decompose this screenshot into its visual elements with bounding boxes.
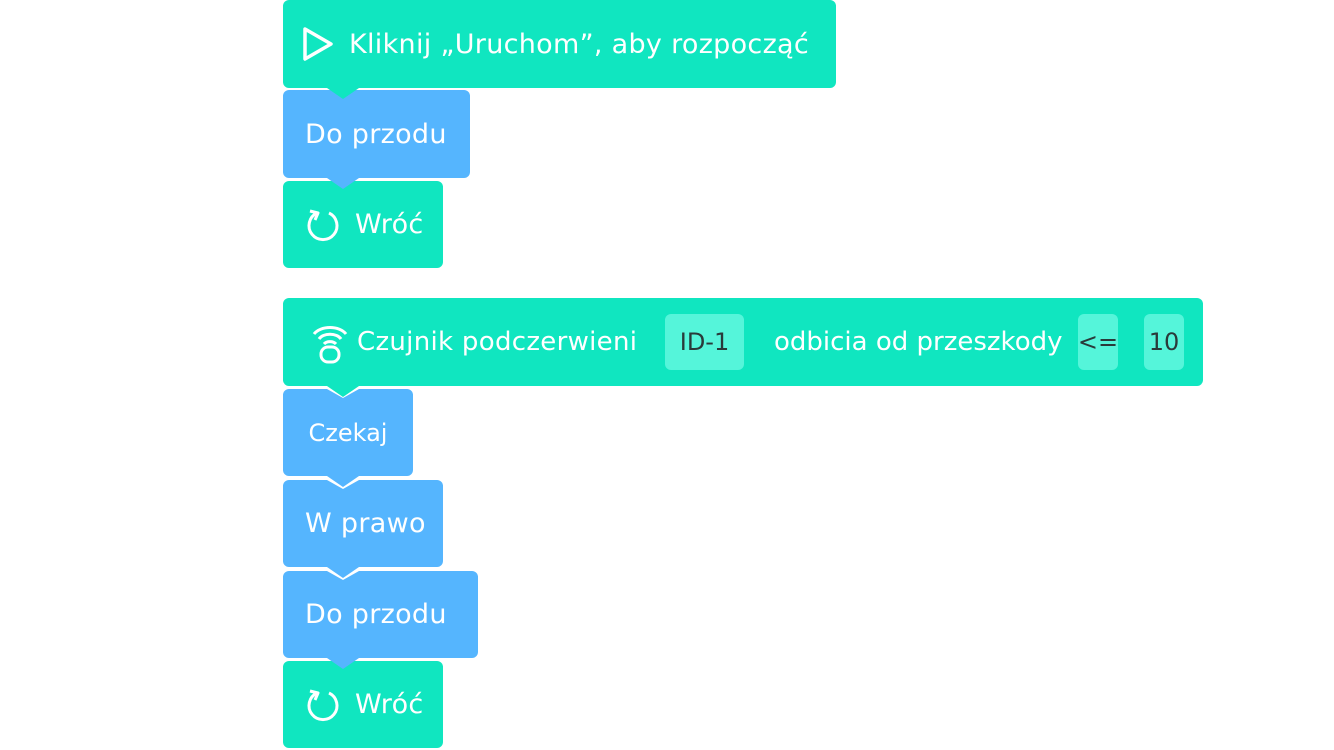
turn-right-block[interactable]: W prawo (283, 480, 443, 578)
sensor-trigger-label: Czujnik podczerwieni (357, 327, 638, 357)
forward-block-2-label: Do przodu (305, 599, 447, 630)
infrared-sensor-icon (310, 320, 350, 364)
wait-block-label: Czekaj (308, 418, 388, 447)
sensor-id-dropdown[interactable]: ID-1 (665, 314, 744, 370)
sensor-id-value: ID-1 (679, 328, 730, 356)
forward-block-2[interactable]: Do przodu (283, 571, 478, 669)
return-block[interactable]: Wróć (283, 181, 443, 268)
condition-label: odbicia od przeszkody (774, 327, 1063, 357)
loop-arrow-icon (305, 687, 341, 723)
sensor-trigger-block[interactable]: Czujnik podczerwieni ID-1 odbicia od prz… (283, 298, 1203, 397)
forward-block-label: Do przodu (305, 118, 447, 150)
wait-block[interactable]: Czekaj (283, 389, 413, 487)
play-triangle-icon (301, 26, 335, 62)
start-trigger-label: Kliknij „Uruchom”, aby rozpocząć (349, 28, 810, 60)
turn-right-label: W prawo (305, 508, 426, 539)
threshold-input[interactable]: 10 (1144, 314, 1184, 370)
forward-block[interactable]: Do przodu (283, 90, 470, 189)
start-trigger-block[interactable]: Kliknij „Uruchom”, aby rozpocząć (283, 0, 836, 99)
return-block-2[interactable]: Wróć (283, 661, 443, 748)
operator-value: <= (1077, 328, 1119, 356)
operator-dropdown[interactable]: <= (1078, 314, 1118, 370)
loop-arrow-icon (305, 207, 341, 243)
threshold-value: 10 (1148, 328, 1180, 356)
return-block-2-label: Wróć (355, 689, 424, 720)
return-block-label: Wróć (355, 209, 424, 240)
